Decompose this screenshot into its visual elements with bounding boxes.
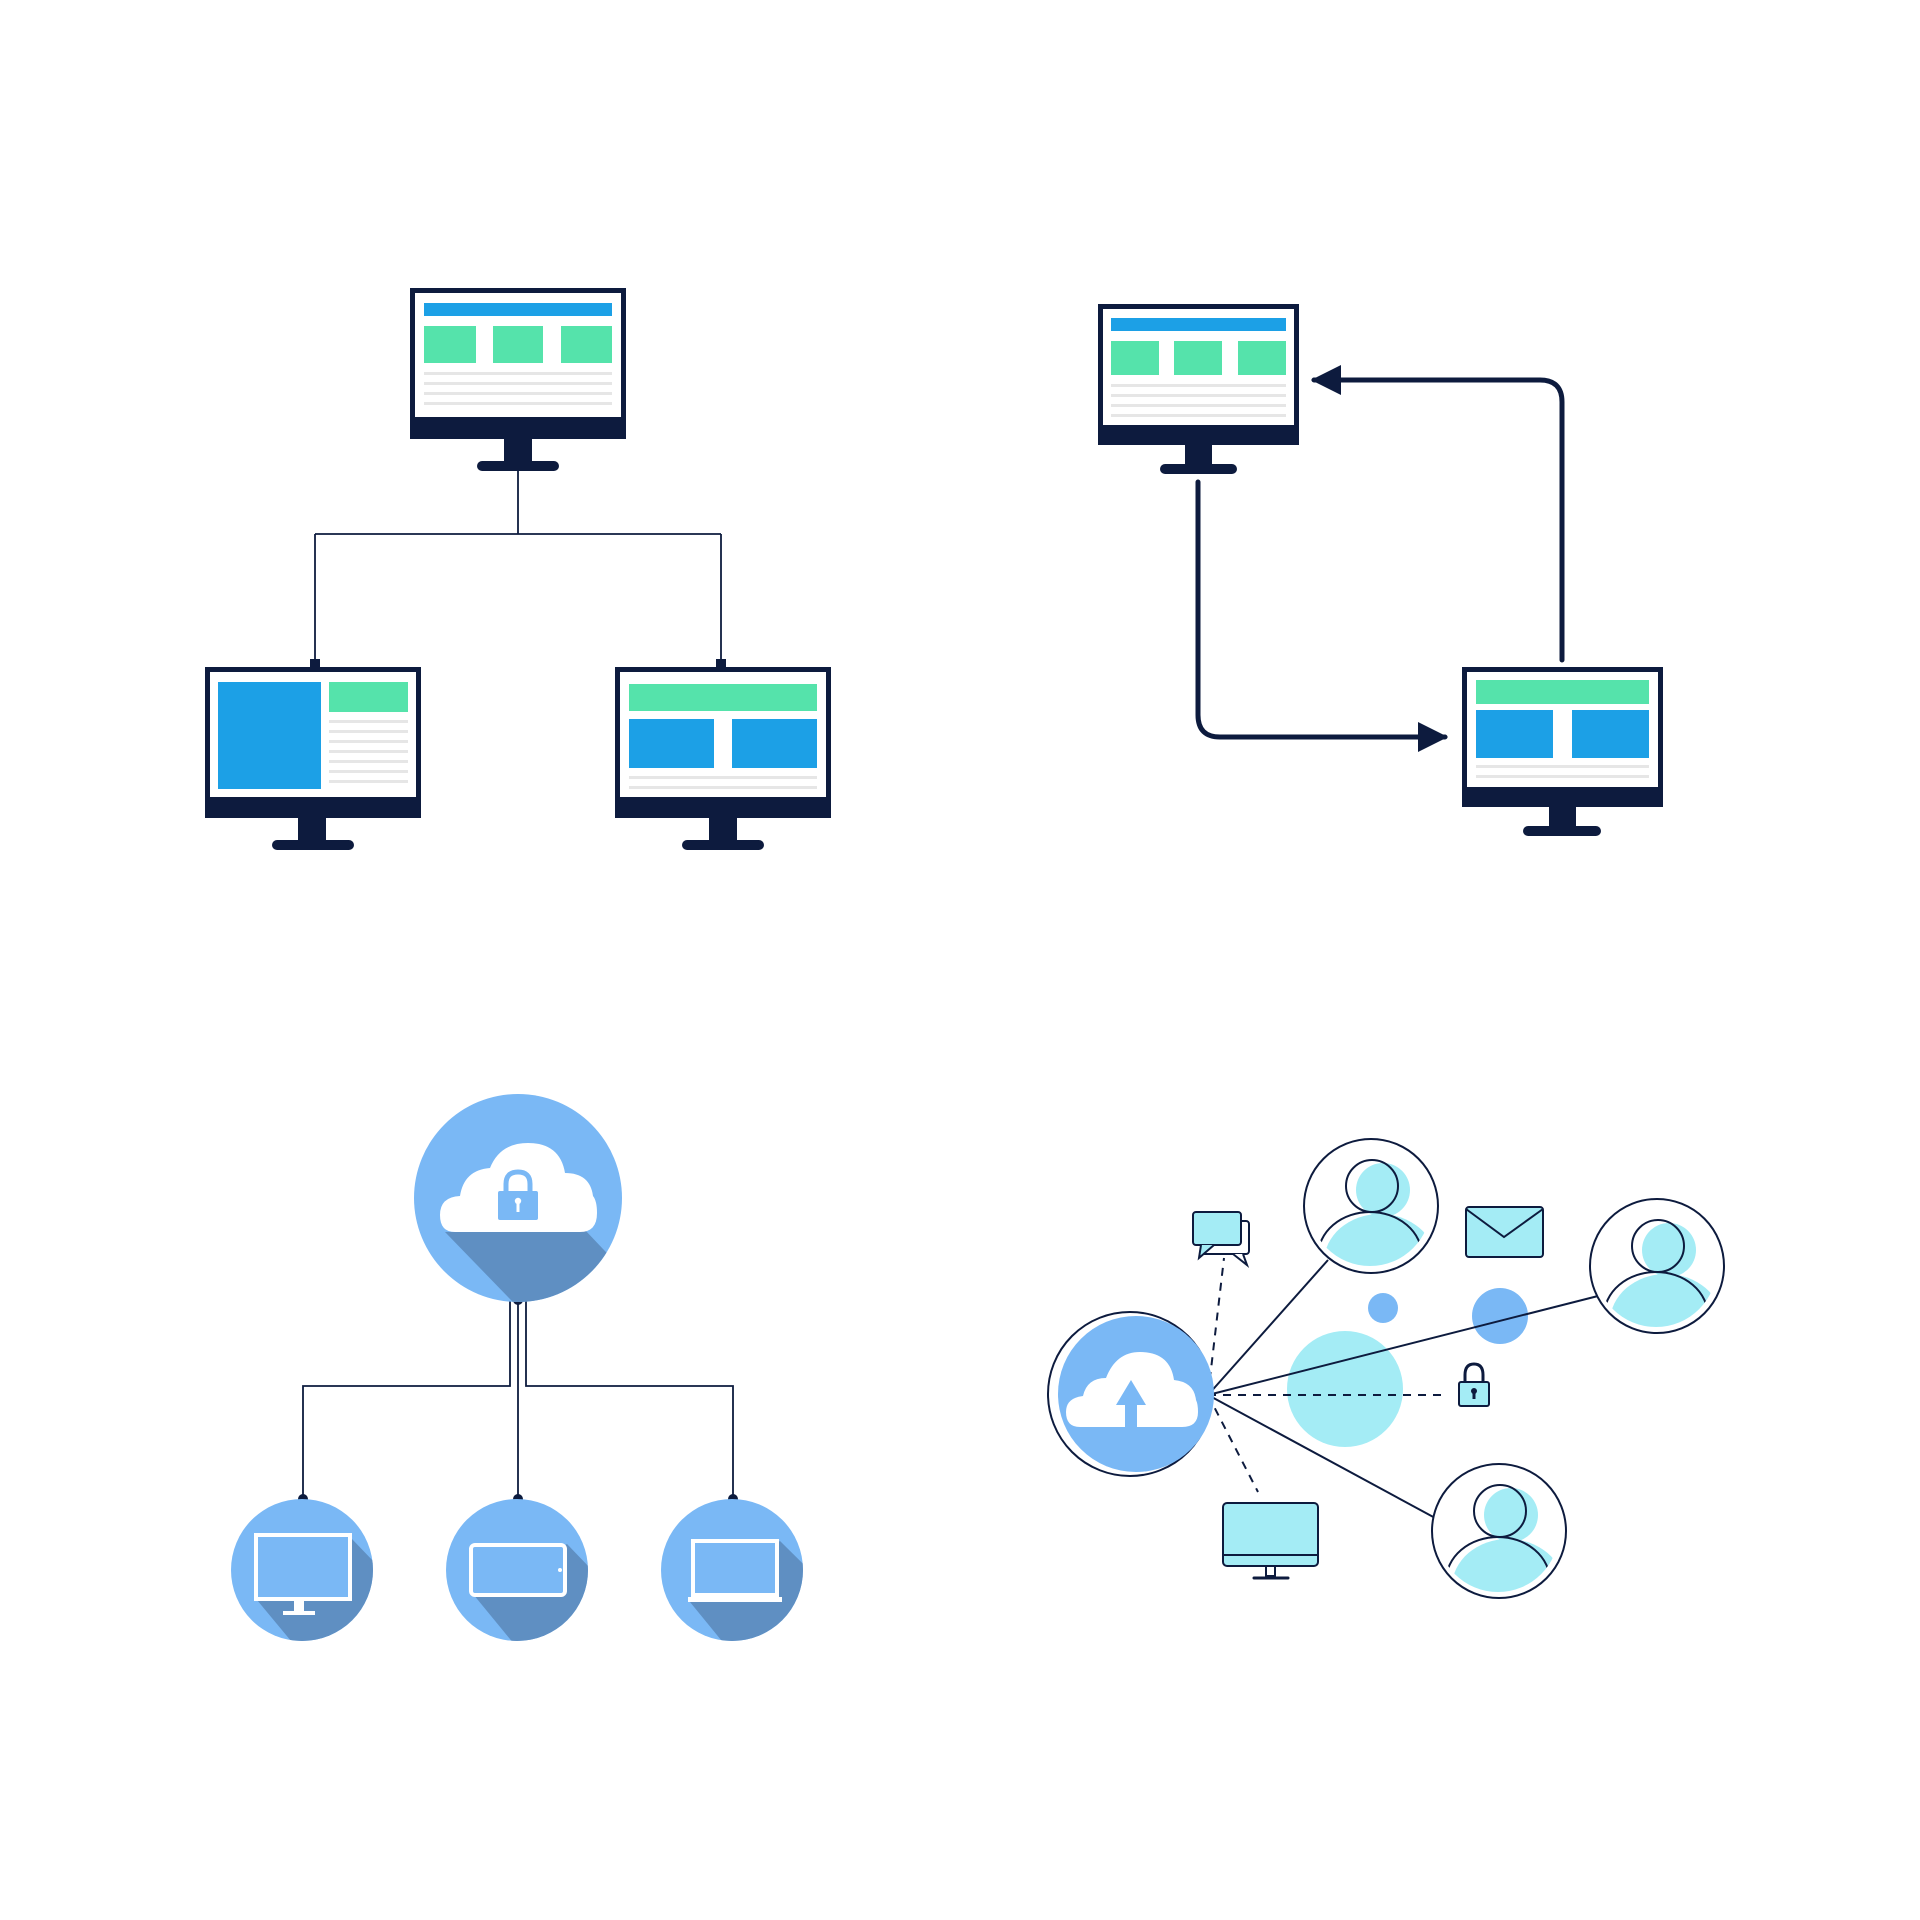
connector-port xyxy=(716,659,726,668)
panel-cloud-network xyxy=(1047,1138,1725,1599)
mail-icon xyxy=(1465,1206,1544,1258)
sync-arrow-down xyxy=(1195,479,1448,752)
monitor-icon xyxy=(1462,667,1663,836)
monitor-icon xyxy=(1098,304,1299,474)
decorative-dot xyxy=(1368,1293,1398,1323)
user-icon xyxy=(1431,1463,1567,1599)
decorative-dot xyxy=(1472,1288,1528,1344)
panel-hierarchy xyxy=(205,288,831,850)
cloud-connector-lines xyxy=(302,1300,734,1498)
tablet-icon xyxy=(446,1499,588,1641)
monitor-icon xyxy=(1222,1502,1319,1580)
hierarchy-connector-lines xyxy=(314,470,722,660)
user-icon xyxy=(1303,1138,1439,1274)
cloud-lock-icon xyxy=(414,1094,622,1302)
laptop-icon xyxy=(661,1499,803,1641)
chat-icon xyxy=(1192,1211,1250,1268)
cloud-upload-icon xyxy=(1047,1311,1214,1477)
lock-icon xyxy=(1458,1362,1490,1407)
network-lines xyxy=(1207,1259,1599,1520)
monitor-icon xyxy=(205,667,421,850)
panel-secure-cloud xyxy=(231,1094,803,1641)
monitor-icon xyxy=(410,288,626,471)
user-icon xyxy=(1589,1198,1725,1334)
monitor-icon xyxy=(615,667,831,850)
desktop-icon xyxy=(231,1499,373,1641)
sync-arrow-up xyxy=(1311,365,1565,663)
connector-port xyxy=(310,659,320,668)
decorative-blob xyxy=(1287,1331,1403,1447)
panel-sync-cycle xyxy=(1098,304,1663,836)
